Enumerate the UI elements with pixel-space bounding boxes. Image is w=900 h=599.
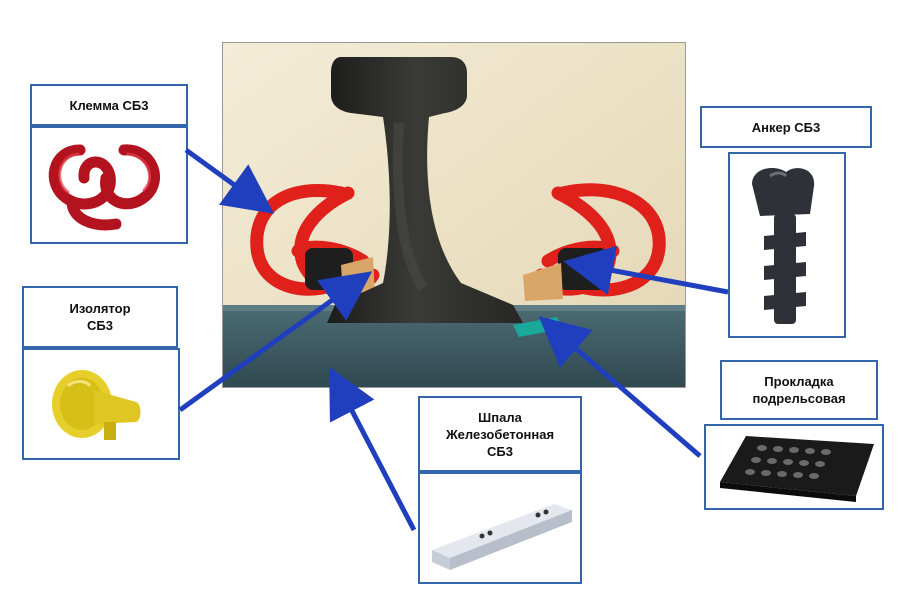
rubber-pad-icon — [720, 436, 874, 502]
anchor-icon — [752, 168, 815, 324]
label-prokladka: Прокладка подрельсовая — [720, 360, 878, 420]
label-anker-text: Анкер СБ3 — [751, 119, 821, 135]
image-prokladka-box — [704, 424, 884, 510]
image-klemma-box — [30, 126, 188, 244]
rail — [327, 57, 523, 323]
rail-fastening-photo — [222, 42, 686, 388]
label-izolyator-text: Изолятор СБ3 — [69, 301, 131, 333]
image-anker-box — [728, 152, 846, 338]
label-klemma: Клемма СБ3 — [30, 84, 188, 126]
right-anchor — [558, 248, 608, 290]
label-izolyator: Изолятор СБ3 — [22, 286, 178, 348]
yellow-insulator-icon — [52, 370, 141, 440]
label-shpala-text: Шпала Железобетонная СБ3 — [445, 409, 555, 459]
image-shpala-box — [418, 472, 582, 584]
arrow-shpala — [329, 366, 417, 532]
label-prokladka-text: Прокладка подрельсовая — [752, 374, 846, 406]
red-spiral-clip-icon — [48, 144, 160, 231]
label-klemma-text: Клемма СБ3 — [69, 97, 149, 113]
concrete-sleeper-icon — [432, 504, 572, 570]
rail-assembly-illustration — [223, 43, 685, 387]
label-shpala: Шпала Железобетонная СБ3 — [418, 396, 582, 472]
image-izolyator-box — [22, 348, 180, 460]
right-insulator — [523, 263, 563, 301]
label-anker: Анкер СБ3 — [700, 106, 872, 148]
